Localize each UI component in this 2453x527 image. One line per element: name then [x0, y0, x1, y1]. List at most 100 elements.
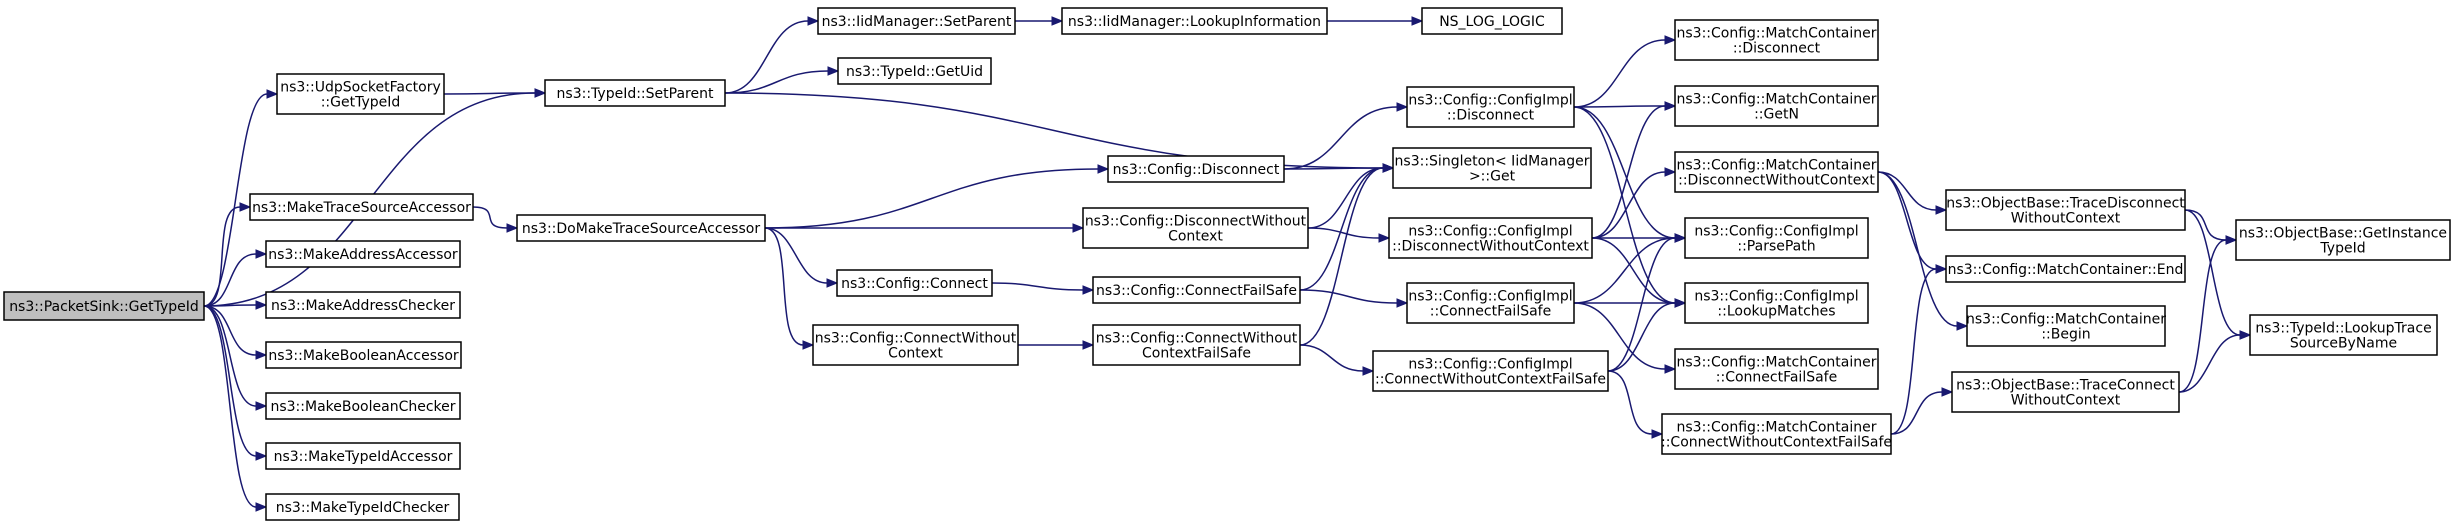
node-label: ns3::Config::ConfigImpl — [1694, 289, 1858, 305]
node-box — [1966, 305, 2166, 347]
node-implDisc[interactable]: ns3::Config::ConfigImpl::Disconnect — [1406, 86, 1575, 128]
edge-cfgcwcfs-to-implCwcfs — [1299, 344, 1375, 376]
node-label: NS_LOG_LOGIC — [1439, 14, 1545, 30]
node-label: ::LookupMatches — [1717, 304, 1835, 320]
arrowhead-icon — [1362, 366, 1375, 376]
node-mcBegin[interactable]: ns3::Config::MatchContainer::Begin — [1966, 305, 2166, 347]
node-mcGetN[interactable]: ns3::Config::MatchContainer::GetN — [1674, 85, 1879, 127]
node-root[interactable]: ns3::PacketSink::GetTypeId — [3, 291, 205, 321]
node-mcDisc[interactable]: ns3::Config::MatchContainer::Disconnect — [1674, 19, 1879, 61]
node-iidsetparent[interactable]: ns3::IidManager::SetParent — [817, 7, 1016, 35]
edge-line — [1877, 171, 1937, 270]
node-label: ns3::Singleton< IidManager — [1395, 154, 1590, 170]
edge-line — [203, 93, 268, 307]
node-maa[interactable]: ns3::MakeAddressAccessor — [265, 240, 461, 268]
arrowhead-icon — [1382, 163, 1395, 173]
node-mcCwcfs[interactable]: ns3::Config::MatchContainer::ConnectWith… — [1661, 413, 1892, 455]
node-nslog[interactable]: NS_LOG_LOGIC — [1421, 7, 1563, 35]
node-parsepath[interactable]: ns3::Config::ConfigImpl::ParsePath — [1684, 217, 1869, 259]
arrowhead-icon — [807, 16, 820, 26]
node-label: ns3::Config::MatchContainer — [1966, 312, 2166, 328]
call-graph-edges — [203, 16, 2252, 512]
node-mac[interactable]: ns3::MakeAddressChecker — [265, 291, 461, 319]
node-cfgdiscwc[interactable]: ns3::Config::DisconnectWithoutContext — [1082, 207, 1309, 249]
node-mba[interactable]: ns3::MakeBooleanAccessor — [265, 341, 462, 369]
node-box — [265, 341, 462, 369]
node-mtia[interactable]: ns3::MakeTypeIdAccessor — [265, 442, 461, 470]
node-box — [1945, 255, 2186, 283]
arrowhead-icon — [1664, 35, 1677, 45]
arrowhead-icon — [1072, 223, 1085, 233]
node-label: ns3::Config::ConfigImpl — [1408, 289, 1572, 305]
node-label: ::ConnectFailSafe — [1430, 304, 1551, 320]
node-dmtsa[interactable]: ns3::DoMakeTraceSourceAccessor — [516, 214, 766, 242]
edge-setparent-to-iidsetparent — [724, 16, 820, 94]
edge-line — [1607, 370, 1653, 435]
node-mtsa[interactable]: ns3::MakeTraceSourceAccessor — [249, 193, 474, 221]
edge-line — [203, 206, 241, 307]
node-setparent[interactable]: ns3::TypeId::SetParent — [544, 79, 726, 107]
node-label: ns3::Config::MatchContainer — [1677, 92, 1877, 108]
node-label: ns3::IidManager::SetParent — [822, 14, 1012, 30]
edge-mcCwcfs-to-obTcwc — [1890, 387, 1954, 435]
node-lookupmatches[interactable]: ns3::Config::ConfigImpl::LookupMatches — [1684, 282, 1869, 324]
node-cfgcwcfs[interactable]: ns3::Config::ConnectWithoutContextFailSa… — [1092, 324, 1301, 366]
node-obTcwc[interactable]: ns3::ObjectBase::TraceConnectWithoutCont… — [1951, 371, 2180, 413]
node-label: ns3::Config::MatchContainer — [1677, 158, 1877, 174]
node-label: ns3::UdpSocketFactory — [280, 80, 441, 96]
node-label: ::GetN — [1754, 107, 1799, 123]
node-implCwcfs[interactable]: ns3::Config::ConfigImpl::ConnectWithoutC… — [1372, 350, 1609, 392]
node-box — [1421, 7, 1563, 35]
node-label: ns3::PacketSink::GetTypeId — [9, 299, 199, 315]
edge-root-to-mtia — [203, 305, 268, 461]
node-box — [1388, 217, 1593, 259]
node-lookupinfo[interactable]: ns3::IidManager::LookupInformation — [1061, 7, 1328, 35]
node-label: ns3::Config::Connect — [841, 276, 988, 292]
node-cfgconn[interactable]: ns3::Config::Connect — [836, 269, 993, 297]
node-box — [1674, 85, 1879, 127]
arrowhead-icon — [534, 88, 547, 98]
edge-iidsetparent-to-lookupinfo — [1015, 16, 1064, 26]
node-label: ns3::Config::DisconnectWithout — [1085, 214, 1307, 230]
edge-line — [1607, 302, 1676, 372]
node-udp[interactable]: ns3::UdpSocketFactory::GetTypeId — [276, 73, 445, 115]
edge-line — [764, 168, 1099, 229]
node-implDwc[interactable]: ns3::Config::ConfigImpl::DisconnectWitho… — [1388, 217, 1593, 259]
node-singleton[interactable]: ns3::Singleton< IidManager >::Get — [1392, 147, 1592, 189]
node-mtic[interactable]: ns3::MakeTypeIdChecker — [265, 493, 460, 521]
node-mbc[interactable]: ns3::MakeBooleanChecker — [265, 392, 461, 420]
node-implCfs[interactable]: ns3::Config::ConfigImpl::ConnectFailSafe — [1406, 282, 1575, 324]
edge-cfgconn-to-cfgcfs — [991, 282, 1095, 295]
node-label: ns3::TypeId::SetParent — [557, 86, 714, 102]
node-label: ns3::TypeId::GetUid — [846, 64, 983, 80]
node-mcEnd[interactable]: ns3::Config::MatchContainer::End — [1945, 255, 2186, 283]
edge-line — [203, 305, 257, 407]
edge-line — [1573, 39, 1666, 108]
arrowhead-icon — [1082, 285, 1095, 295]
edge-line — [203, 305, 257, 356]
node-cfgconnwc[interactable]: ns3::Config::ConnectWithoutContext — [812, 324, 1019, 366]
edge-cfgcfs-to-implCfs — [1299, 289, 1409, 308]
node-mcDwc[interactable]: ns3::Config::MatchContainer::DisconnectW… — [1674, 151, 1879, 193]
node-getuid[interactable]: ns3::TypeId::GetUid — [837, 57, 992, 85]
node-label: ns3::MakeTypeIdChecker — [276, 500, 450, 516]
edge-line — [472, 206, 508, 229]
node-label: ::DisconnectWithoutContext — [1392, 239, 1589, 255]
node-label: WithoutContext — [2011, 211, 2121, 227]
node-label: ns3::Config::ConnectWithout — [1096, 331, 1298, 347]
node-cfgdisc[interactable]: ns3::Config::Disconnect — [1107, 155, 1285, 183]
node-cfgcfs[interactable]: ns3::Config::ConnectFailSafe — [1092, 276, 1301, 304]
edge-line — [764, 227, 804, 346]
node-mcCfs[interactable]: ns3::Config::MatchContainer::ConnectFail… — [1674, 348, 1879, 390]
edge-line — [1307, 167, 1384, 229]
node-obTdwc[interactable]: ns3::ObjectBase::TraceDisconnectWithoutC… — [1945, 189, 2186, 231]
edge-line — [764, 227, 828, 284]
edge-root-to-mbc — [203, 305, 268, 411]
arrowhead-icon — [827, 66, 840, 76]
edge-implDwc-to-mcGetN — [1591, 101, 1677, 239]
edge-line — [1307, 227, 1380, 239]
node-label: ns3::Config::ConfigImpl — [1408, 357, 1572, 373]
call-graph-nodes: ns3::PacketSink::GetTypeId ns3::UdpSocket… — [3, 7, 2451, 521]
